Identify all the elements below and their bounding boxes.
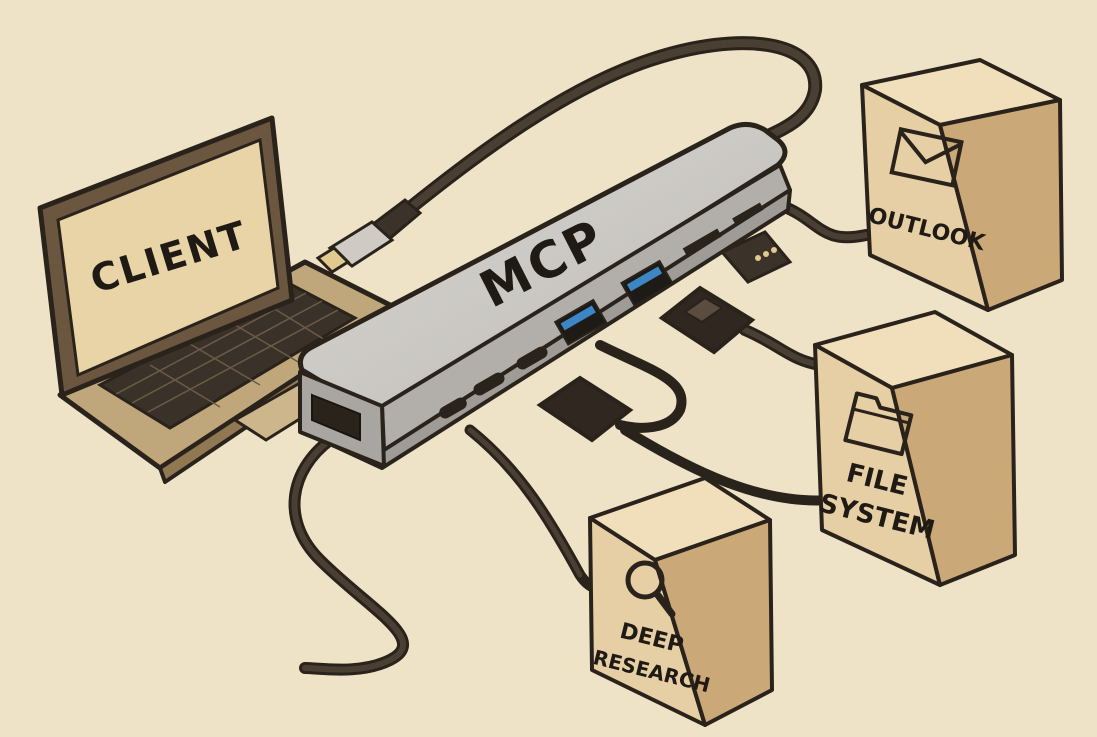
hdmi-cable [288, 434, 409, 676]
laptop-screen [56, 137, 280, 378]
hdmi-port [311, 393, 361, 442]
usb-c-port-1 [439, 397, 467, 419]
server-deep-research: DEEP RESEARCH [588, 476, 774, 727]
server-outlook: OUTLOOK [860, 58, 1064, 312]
cable-to-file-system-lower [620, 425, 835, 506]
usb-c-port-3 [516, 346, 548, 370]
mcp-hub: MCP [297, 122, 792, 470]
usb-a-plug-lower [536, 375, 634, 443]
magnifier-icon [625, 560, 676, 618]
envelope-icon [889, 126, 964, 188]
hub-ports [439, 202, 764, 419]
usb-a-port-1 [553, 298, 608, 346]
usb-a-plug-upper [658, 285, 756, 355]
sd-card [719, 230, 793, 284]
cable-to-deep-research [464, 424, 611, 594]
folder-icon [843, 391, 914, 457]
usb-a-port-2 [620, 259, 674, 307]
sd-card-slot [682, 228, 722, 257]
usb-c-port-2 [473, 372, 505, 396]
usb-c-plug [315, 198, 423, 274]
client-laptop: CLIENT [37, 115, 404, 484]
cable-hub-loop [595, 340, 687, 433]
cables [288, 36, 872, 676]
microsd-slot [732, 202, 764, 226]
server-file-system: FILE SYSTEM [813, 310, 1017, 587]
